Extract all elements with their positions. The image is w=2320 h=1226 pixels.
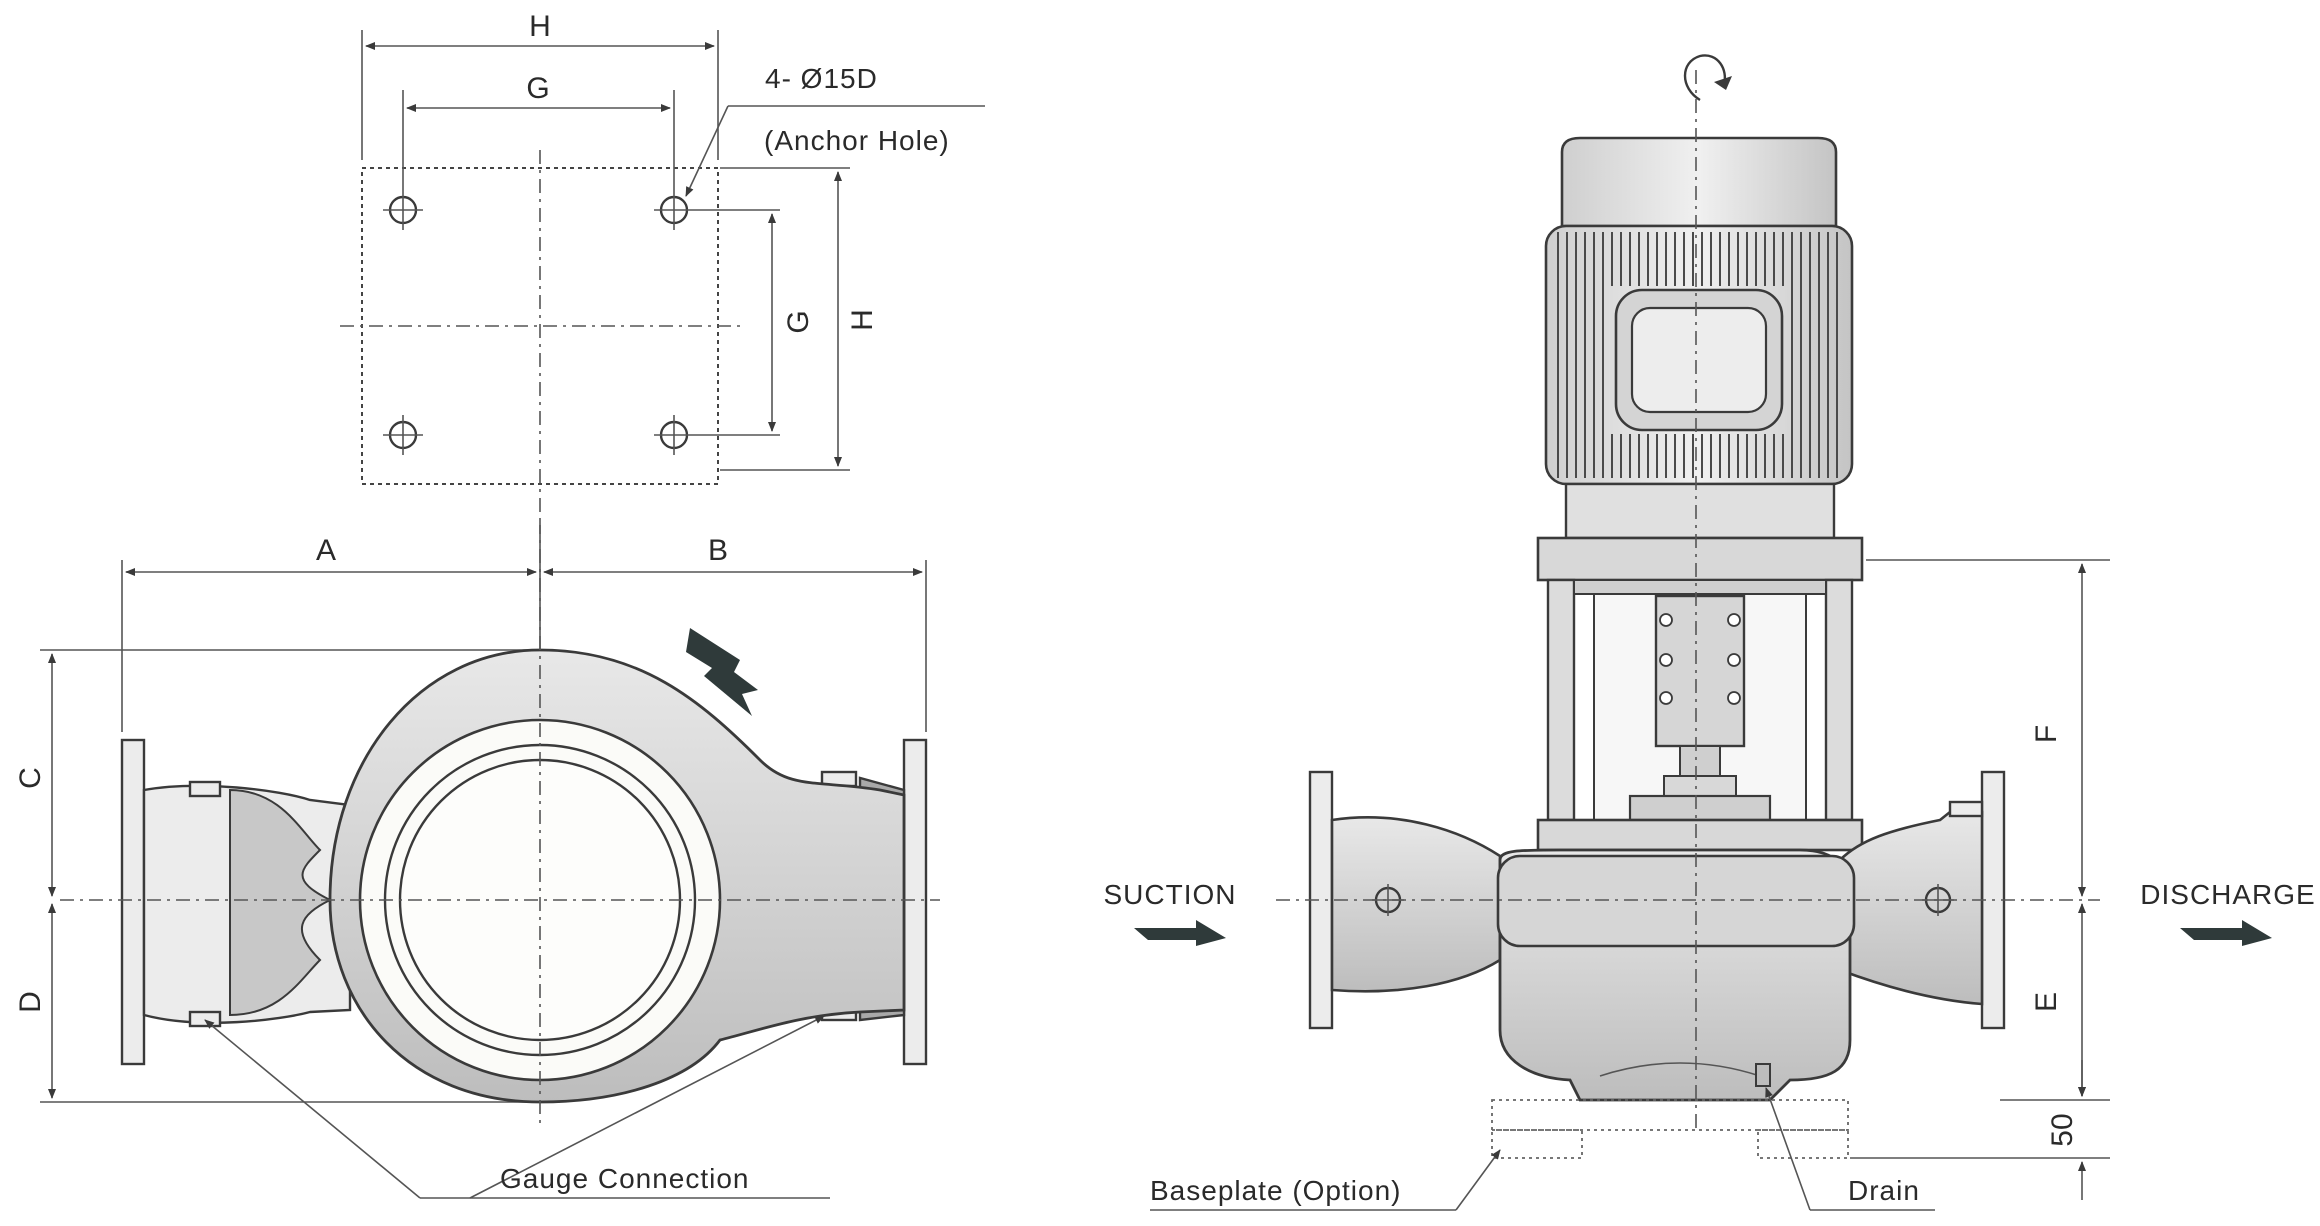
motor-fan-cover [1560,136,1838,228]
anchor-hole-icon [654,415,694,455]
dim-g-top-label: G [526,72,549,105]
dim-c-label: C [14,767,47,789]
motor-flange [1536,536,1864,582]
dim-d-label: D [14,991,47,1013]
anchor-hole-label: (Anchor Hole) [764,125,950,156]
discharge-flow-arrow-icon [2180,920,2272,946]
dim-h-side-label: H [846,309,879,331]
side-view: SUCTION DISCHARGE F E 50 Baseplate (Opti… [1104,54,2315,1211]
discharge-flange [902,738,928,1066]
baseplate-leader [1455,1149,1501,1211]
gauge-leader-right [469,1015,825,1199]
anchor-leader-line [685,105,729,197]
baseplate-option-outline [1491,1099,1849,1131]
gauge-leader-left [204,1019,421,1199]
drain-leader [1765,1087,1811,1211]
coupling-bolt-icon [1659,613,1741,705]
dim-b-label: B [708,534,728,567]
dim-h-top-label: H [529,10,551,43]
suction-flange [120,738,146,1066]
gauge-connection-label: Gauge Connection [500,1163,750,1194]
anchor-hole-icon [383,190,423,230]
rotation-direction-icon [1683,54,1732,102]
dim-e-label: E [2030,992,2063,1012]
flow-direction-arrow-icon [686,628,758,716]
front-view: A B C D Gauge Co [14,520,940,1199]
anchor-count-label: 4- Ø15D [765,63,878,94]
dim-g-side-label: G [782,310,815,333]
discharge-label: DISCHARGE [2140,879,2315,910]
anchor-hole-icon [654,190,694,230]
baseplate-label: Baseplate (Option) [1150,1175,1401,1206]
anchor-hole-icon [383,415,423,455]
dim-50-label: 50 [2046,1113,2079,1146]
motor-cooling-fins [1557,232,1838,478]
drain-label: Drain [1848,1175,1920,1206]
suction-label: SUCTION [1104,879,1237,910]
dim-a-label: A [316,534,336,567]
suction-flow-arrow-icon [1134,920,1226,946]
drain-plug-icon [1755,1063,1771,1087]
plan-view: H G G H 4- Ø15D (Anchor Hole) [340,10,985,520]
dim-f-label: F [2030,725,2063,743]
